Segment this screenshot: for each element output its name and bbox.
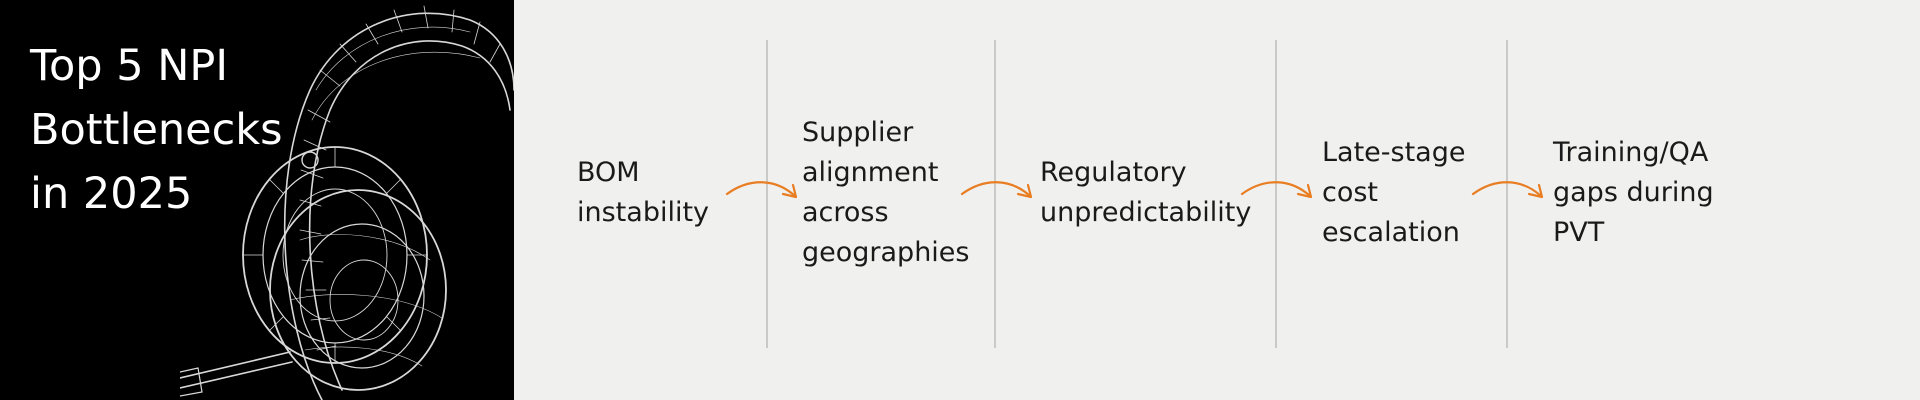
- arrow-right-icon: [725, 181, 798, 199]
- arrow-right-icon: [960, 181, 1033, 199]
- step-3-label: Regulatory unpredictability: [1040, 157, 1252, 228]
- arrow-right-icon: [1240, 181, 1313, 199]
- bottleneck-flow: BOM instability Supplier alignment acros…: [514, 0, 1920, 400]
- page-title: Top 5 NPI Bottlenecks in 2025: [30, 41, 283, 219]
- step-5-label: Training/QA gaps during PVT: [1553, 137, 1714, 248]
- step-2-label: Supplier alignment across geographies: [802, 117, 970, 268]
- step-divider: [1275, 40, 1277, 348]
- step-divider: [1506, 40, 1508, 348]
- step-4-label: Late-stage cost escalation: [1322, 137, 1466, 248]
- wireframe-headset-icon: [180, 5, 514, 400]
- step-divider: [994, 40, 996, 348]
- step-divider: [766, 40, 768, 348]
- hero-panel: Top 5 NPI Bottlenecks in 2025: [0, 0, 514, 400]
- arrow-right-icon: [1471, 181, 1544, 199]
- step-1-label: BOM instability: [577, 157, 710, 228]
